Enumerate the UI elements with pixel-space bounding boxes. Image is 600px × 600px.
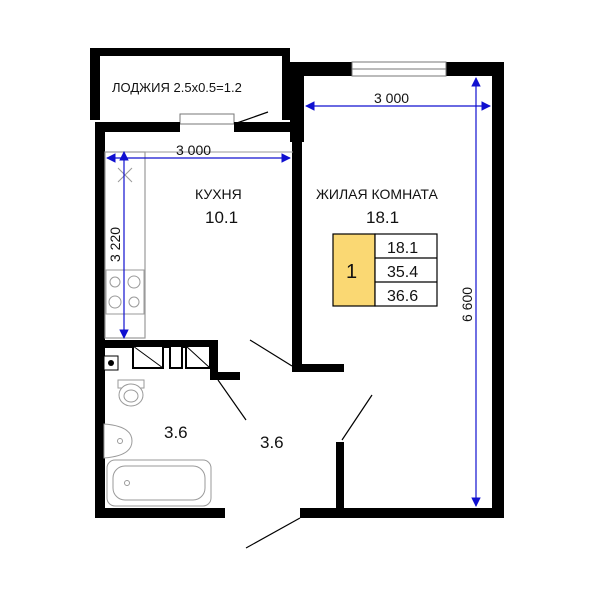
bath-door-leaf: [217, 379, 247, 421]
wall-living-lower: [336, 442, 344, 512]
wall-top-living: [290, 62, 352, 76]
entrance-door-leaf: [245, 517, 301, 549]
vent-shafts: [132, 345, 211, 369]
loggia: ЛОДЖИЯ 2.5х0.5=1.2: [90, 48, 290, 125]
wall-bath-stub: [210, 372, 240, 380]
wall-bath-right: [210, 340, 218, 380]
toilet-icon: [117, 379, 145, 407]
wall-left: [95, 122, 105, 518]
dim-kitchen-width: 3 000: [176, 142, 211, 158]
dimension-lines: [106, 77, 491, 507]
loggia-label: ЛОДЖИЯ 2.5х0.5=1.2: [112, 80, 242, 95]
loggia-wall-right: [282, 48, 290, 120]
living-area: 18.1: [366, 208, 399, 227]
hall-area: 3.6: [260, 433, 284, 452]
dim-living-depth: 6 600: [459, 287, 475, 322]
doors: [217, 339, 373, 549]
wall-living-stub: [292, 364, 344, 372]
wall-top-kitchen: [95, 122, 180, 132]
wall-bath-top: [95, 340, 217, 348]
wall-bottom-left: [95, 508, 225, 518]
wall-bottom-right: [300, 508, 504, 518]
bathroom-fixtures: [103, 355, 212, 507]
loggia-window: [179, 113, 235, 125]
vent-shaft-2: [169, 345, 183, 369]
dim-living-width: 3 000: [374, 90, 409, 106]
living-door-leaf: [341, 394, 373, 441]
living-name: ЖИЛАЯ КОМНАТА: [316, 186, 439, 202]
wall-top-kitchen-2: [234, 122, 294, 132]
badge-rooms-cell: [332, 233, 376, 307]
walls: [95, 61, 504, 518]
wall-right: [492, 62, 504, 518]
bathroom-area: 3.6: [164, 423, 188, 442]
wall-kitchen-living: [292, 142, 302, 364]
kitchen-area: 10.1: [205, 208, 238, 227]
dim-kitchen-depth: 3 220: [107, 227, 123, 262]
bathtub-icon: [106, 459, 212, 507]
area-badge: 1 18.1 35.4 36.6: [332, 233, 438, 307]
loggia-wall-left: [90, 48, 100, 120]
washbasin-icon: [103, 423, 133, 459]
badge-areas-cell: [374, 233, 438, 307]
badge-living-area: 18.1: [387, 240, 418, 257]
kitchen-name: КУХНЯ: [195, 186, 242, 202]
badge-rooms-count: 1: [346, 261, 357, 283]
kitchen-door-leaf: [249, 339, 293, 367]
wall-step: [290, 62, 304, 142]
wall-top-living-2: [446, 62, 504, 76]
loggia-wall-top: [90, 48, 290, 56]
badge-total-area: 35.4: [387, 264, 418, 281]
badge-total-with-loggia: 36.6: [387, 288, 418, 305]
kitchen-fixtures: [104, 151, 293, 339]
